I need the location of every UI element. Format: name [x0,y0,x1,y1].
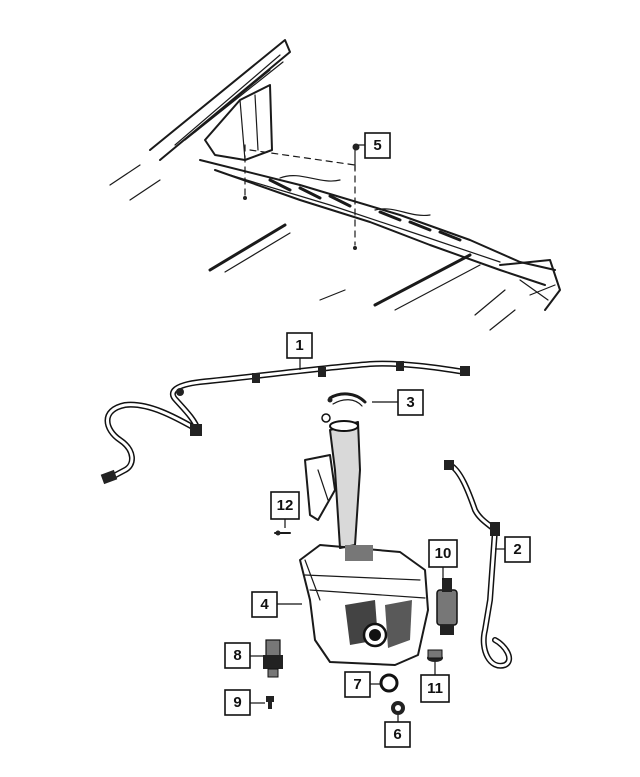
callout-3: 3 [397,389,424,416]
callout-2: 2 [504,536,531,563]
callout-9: 9 [224,689,251,716]
callout-label: 7 [353,676,361,693]
callout-label: 5 [373,137,381,154]
hose-clip [327,392,367,407]
callout-4: 4 [251,591,278,618]
vehicle-cowl-illustration [109,39,561,331]
pump-grommet [427,649,443,662]
callout-label: 10 [435,545,452,562]
callout-label: 3 [406,394,414,411]
callout-label: 2 [513,541,521,558]
callout-label: 8 [233,647,241,664]
retainer-clip [274,530,291,536]
callout-11: 11 [420,674,450,703]
callout-8: 8 [224,642,251,669]
callout-label: 9 [233,694,241,711]
callout-5: 5 [364,132,391,159]
callout-12: 12 [270,491,300,520]
callout-label: 11 [427,680,443,697]
seal-ring [379,673,399,693]
callout-label: 12 [277,497,294,514]
callout-label: 6 [393,726,401,743]
callout-1: 1 [286,332,313,359]
front-washer-pump [263,639,283,678]
callout-label: 4 [260,596,269,613]
callout-label: 1 [295,337,303,354]
callout-7: 7 [344,671,371,698]
screw [266,696,274,709]
washer-pump [436,578,458,635]
leader-lines [250,144,505,722]
callout-10: 10 [428,539,458,568]
level-sensor [391,701,405,715]
washer-hose-assembly [100,360,470,485]
callout-6: 6 [384,721,411,748]
washer-reservoir [299,413,429,666]
pump-hose [444,460,513,669]
